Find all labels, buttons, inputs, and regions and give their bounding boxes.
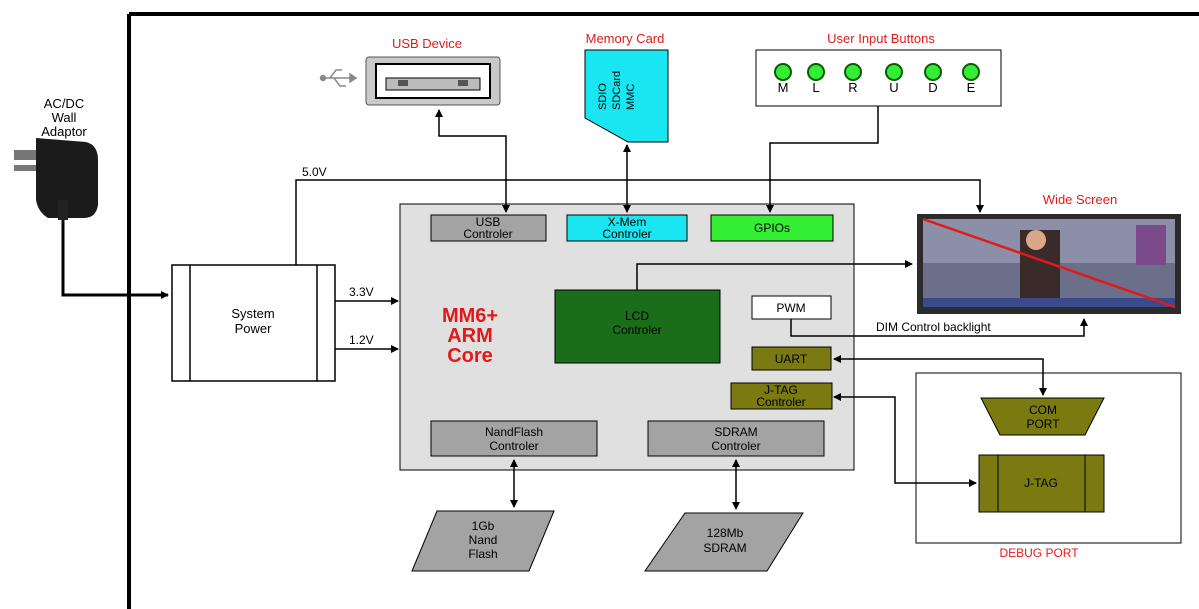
sdram-controller (647, 420, 825, 457)
supply-5v-label: 5.0V (302, 165, 327, 179)
memory-card-mmc: MMC (625, 84, 637, 110)
core-title-line3: Core (447, 345, 493, 367)
adaptor-cable (61, 220, 169, 299)
dim-control-label: DIM Control backlight (876, 320, 991, 334)
sdram-controller-label2: Controler (711, 439, 760, 453)
nand-chip-label1: 1Gb (472, 519, 495, 533)
com-port-label1: COM (1029, 403, 1057, 417)
uart-to-com-arrow (833, 355, 1047, 396)
pwm-backlight-arrow (790, 318, 1088, 337)
jtag-port-block (978, 454, 1105, 513)
pwm-label: PWM (776, 301, 805, 315)
usb-controller-label1: USB (476, 215, 501, 229)
usb-device-title: USB Device (392, 36, 462, 51)
xmem-controller (566, 214, 688, 242)
button-led-r (844, 63, 862, 81)
jtag-controller (730, 382, 833, 410)
lcd-controller-label2: Controler (612, 323, 661, 337)
wide-screen-icon (917, 214, 1181, 314)
button-led-l (807, 63, 825, 81)
jtag-controller-label1: J-TAG (764, 383, 798, 397)
gpio-block (710, 214, 834, 242)
nand-chip-label3: Flash (468, 547, 497, 561)
supply-1v2-label: 1.2V (349, 333, 374, 347)
jtag-port-label: J-TAG (1024, 476, 1058, 490)
xmem-controller-label1: X-Mem (608, 215, 647, 229)
lcd-controller (554, 289, 721, 364)
nand-flash-chip (411, 510, 555, 572)
memory-card-icon (584, 49, 669, 143)
sdram-chip-label1: 128Mb (707, 526, 744, 540)
usb-port-icon (365, 56, 501, 106)
jtag-connection-arrow (833, 393, 977, 487)
system-power-block (171, 264, 336, 382)
core-title-line1: MM6+ (442, 305, 498, 327)
buttons-to-gpio-arrow (766, 106, 879, 213)
nandflash-controller (430, 420, 598, 457)
adaptor-label-line1: AC/DC (44, 96, 84, 111)
core-title-line2: ARM (447, 325, 493, 347)
sdram-chip (644, 512, 804, 572)
xmem-controller-label2: Controler (602, 227, 651, 241)
usb-controller (430, 214, 547, 242)
button-label-l: L (812, 80, 819, 95)
adaptor-label-line3: Adaptor (41, 124, 87, 139)
system-power-label1: System (231, 306, 274, 321)
adaptor-icon (14, 138, 98, 220)
usb-symbol-icon (319, 69, 358, 87)
button-label-d: D (928, 80, 937, 95)
usb-controller-label2: Controler (463, 227, 512, 241)
adaptor-label-line2: Wall (52, 110, 77, 125)
gpio-label: GPIOs (754, 221, 790, 235)
button-label-r: R (848, 80, 857, 95)
lcd-to-screen-arrow (636, 260, 913, 290)
button-label-m: M (778, 80, 789, 95)
nand-chip-label2: Nand (469, 533, 498, 547)
sdram-controller-label1: SDRAM (714, 425, 757, 439)
uart-block (751, 346, 832, 371)
button-label-u: U (889, 80, 898, 95)
user-buttons-panel (755, 49, 1002, 107)
button-led-e (962, 63, 980, 81)
supply-5v-line (295, 179, 984, 265)
button-led-d (924, 63, 942, 81)
debug-port-title: DEBUG PORT (999, 546, 1079, 560)
button-led-u (885, 63, 903, 81)
button-led-m (774, 63, 792, 81)
supply-3v3-label: 3.3V (349, 285, 374, 299)
nandflash-controller-label2: Controler (489, 439, 538, 453)
system-power-label2: Power (235, 321, 273, 336)
com-port-label2: PORT (1026, 417, 1060, 431)
wide-screen-title: Wide Screen (1043, 192, 1117, 207)
usb-connection (435, 109, 510, 213)
uart-label: UART (775, 352, 808, 366)
memory-card-sdio: SDIO (597, 83, 609, 110)
button-label-e: E (967, 80, 976, 95)
sdram-chip-label2: SDRAM (703, 541, 746, 555)
jtag-controller-label2: Controler (756, 395, 805, 409)
user-buttons-title: User Input Buttons (827, 31, 935, 46)
lcd-controller-label1: LCD (625, 309, 649, 323)
com-port-block (980, 397, 1105, 436)
nandflash-controller-label1: NandFlash (485, 425, 543, 439)
memory-card-title: Memory Card (586, 31, 665, 46)
memory-card-sdcard: SDCard (611, 71, 623, 110)
